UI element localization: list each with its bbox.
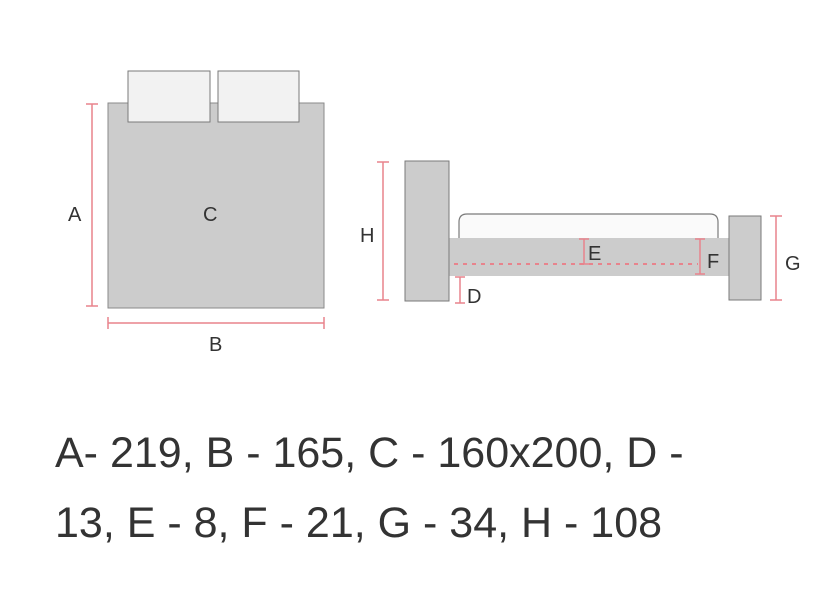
bed-dimension-diagram: A C B H — [68, 70, 801, 356]
dimension-line-f — [695, 238, 705, 275]
bed-side-view: H D E F G — [360, 160, 801, 308]
label-c: C — [203, 204, 217, 226]
dimension-line-a — [86, 103, 98, 307]
dimension-spec-text: A- 219, B - 165, C - 160x200, D - 13, E … — [55, 418, 815, 558]
bed-top-view: A C B — [68, 70, 325, 356]
bed-top-frame — [107, 102, 325, 309]
spec-line-1: A- 219, B - 165, C - 160x200, D - — [55, 429, 684, 477]
label-d: D — [467, 286, 481, 308]
footboard — [728, 215, 762, 301]
dimension-line-h — [377, 161, 389, 301]
label-g: G — [785, 253, 801, 275]
mattress-outline — [458, 213, 719, 238]
pillow-right — [217, 70, 300, 123]
label-h: H — [360, 225, 374, 247]
pillow-left — [127, 70, 211, 123]
dimension-line-b — [107, 317, 325, 329]
headboard — [404, 160, 450, 302]
label-b: B — [209, 334, 222, 356]
dimension-line-d — [455, 276, 465, 304]
dimension-line-e — [579, 238, 589, 265]
bed-side-frame — [448, 238, 732, 276]
label-e: E — [588, 243, 601, 265]
label-a: A — [68, 204, 82, 226]
dimension-line-g — [770, 215, 782, 301]
label-f: F — [707, 251, 719, 273]
spec-line-2: 13, E - 8, F - 21, G - 34, H - 108 — [55, 499, 663, 547]
